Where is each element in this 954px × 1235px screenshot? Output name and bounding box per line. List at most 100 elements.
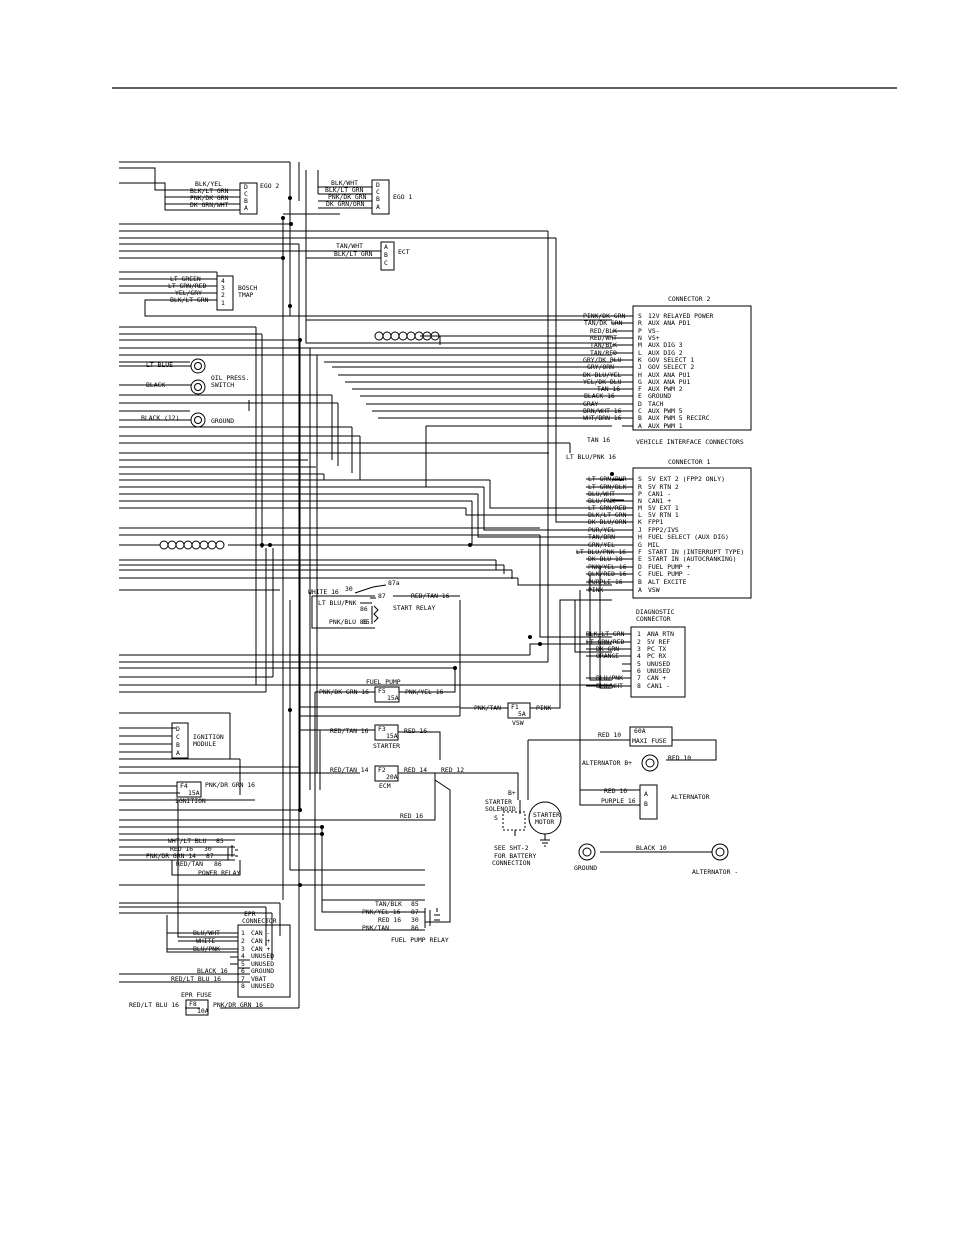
ego2-pin-c: C	[244, 190, 248, 198]
maxi-fuse: RED 10 60A MAXI FUSE	[598, 726, 673, 747]
starter-sol-1: STARTER	[485, 798, 512, 806]
tmap-pin-1: 1	[221, 299, 225, 307]
c1-pin-h: H	[638, 533, 642, 541]
starter-fuse: RED/TAN 16 F3 15A RED 16 STARTER	[330, 724, 427, 750]
power-relay-n85: 85	[216, 837, 224, 845]
c2-pin-a: A	[638, 422, 642, 430]
alternator-wire-2: PURPLE 16	[601, 797, 636, 805]
alternator-label: ALTERNATOR	[671, 793, 710, 801]
epr-pin-3: 3	[241, 945, 245, 953]
c1-pin-b: B	[638, 578, 642, 586]
c1-wire-c: BLK/RED 16	[588, 570, 627, 578]
c2-func-s: 12V RELAYED POWER	[648, 312, 714, 320]
ego1-label: EGO 1	[393, 193, 412, 201]
alternator-wire-1: RED 16	[604, 787, 627, 795]
c1-func-f: START IN (INTERRUPT TYPE)	[648, 548, 744, 556]
epr-pin-1: 1	[241, 929, 245, 937]
ect-pin-b: B	[384, 251, 388, 259]
wire-lines	[119, 161, 717, 1009]
epr-fuse-wire-left: RED/LT BLU 16	[129, 1001, 179, 1009]
start-relay-w87: RED/TAN 16	[411, 592, 450, 600]
c1-pin-m: M	[638, 504, 642, 512]
ignition-module-label-2: MODULE	[193, 740, 216, 748]
start-relay-n87a: 87a	[388, 579, 400, 587]
diag-func-6: UNUSED	[647, 667, 670, 675]
ect-wire-2: BLK/LT GRN	[334, 250, 373, 258]
ect-connector: A B C ECT TAN/WHT BLK/LT GRN	[334, 241, 410, 271]
c1-pin-p: P	[638, 490, 642, 498]
ign-fuse-id: F4	[180, 782, 188, 790]
diag-func-7: CAN +	[647, 674, 666, 682]
epr-func-3: CAN +	[251, 945, 270, 953]
c2-pin-r: R	[638, 319, 642, 327]
diag-wire-3: DK GRN	[596, 645, 619, 653]
c2-wire-m: TAN/BLK	[590, 341, 617, 349]
alternator: A B ALTERNATOR RED 16 PURPLE 16	[601, 784, 710, 820]
ego1-pin-c: C	[376, 188, 380, 196]
diagnostic-connector: DIAGNOSTIC CONNECTOR BLK/LT GRN 1 ANA RT…	[586, 608, 686, 698]
fuel-pump-fuse-id: F5	[378, 687, 386, 695]
c2-pin-g: G	[638, 378, 642, 386]
starter-s: S	[494, 814, 498, 822]
diag-func-8: CAN1 -	[647, 682, 670, 690]
c2-func-n: VS+	[648, 334, 660, 342]
fp-relay-w85: TAN/BLK	[375, 900, 402, 908]
c2-func-h: AUX ANA PU1	[648, 371, 690, 379]
maxi-wire: RED 10	[598, 731, 621, 739]
epr-pin-6: 6	[241, 967, 245, 975]
ecm-fuse-wire-2: RED 12	[441, 766, 464, 774]
c2-wire-p: RED/BLK	[590, 327, 617, 335]
fp-relay-label: FUEL PUMP RELAY	[391, 936, 449, 944]
c2-pin-l: L	[638, 349, 642, 357]
tmap-pin-2: 2	[221, 291, 225, 299]
c2-pin-h: H	[638, 371, 642, 379]
c2-func-e: GROUND	[648, 392, 671, 400]
epr-title-2: CONNECTOR	[242, 917, 277, 925]
ign-fuse-label: IGNITION	[175, 797, 206, 805]
c2-func-l: AUX DIG 2	[648, 349, 683, 357]
tmap-label-2: TMAP	[238, 291, 254, 299]
fp-relay-w30: RED 16	[378, 916, 401, 924]
c2-func-f: AUX PWM 2	[648, 385, 683, 393]
ego1-wire-3: PNK/DK GRN	[328, 193, 367, 201]
starter-sol-2: SOLENOID	[485, 805, 516, 813]
c1-pin-a: A	[638, 586, 642, 594]
maxi-amp: 60A	[634, 727, 646, 735]
diag-wire-1: BLK/LT GRN	[586, 630, 625, 638]
diag-wire-4: ORANGE	[596, 652, 619, 660]
power-relay-n86: 86	[214, 860, 222, 868]
diag-pin-8: 8	[637, 682, 641, 690]
epr-pin-5: 5	[241, 960, 245, 968]
vsw-fuse-amp: 5A	[518, 710, 526, 718]
connector-1: CONNECTOR 1 LT GRN/PUR S 5V EXT 2 (FPP2 …	[576, 458, 752, 599]
alt-b-label: ALTERNATOR B+	[582, 759, 632, 767]
starter-motor-1: STARTER	[533, 811, 560, 819]
starter-note-3: CONNECTION	[492, 859, 531, 867]
fuel-pump-relay: TAN/BLK 85 PNK/YEL 16 87 RED 16 30 PNK/T…	[362, 900, 449, 944]
fuel-pump-fuse-amp: 15A	[387, 694, 399, 702]
power-relay-w85: WHT/LT BLU	[168, 837, 207, 845]
epr-pin-4: 4	[241, 952, 245, 960]
c1-wire-r: LT GRN/BLK	[588, 483, 627, 491]
fuel-pump-wire-right: PNK/YEL 16	[405, 688, 444, 696]
epr-pin-8: 8	[241, 982, 245, 990]
c1-func-m: 5V EXT 1	[648, 504, 679, 512]
c1-func-b: ALT EXCITE	[648, 578, 687, 586]
start-relay-w85: PNK/BLU 85	[329, 618, 368, 626]
c1-func-l: 5V RTN 1	[648, 511, 679, 519]
c1-wire-b: PURPLE 16	[588, 578, 623, 586]
c1-pin-r: R	[638, 483, 642, 491]
c1-func-r: 5V RTN 2	[648, 483, 679, 491]
ego1-pin-b: B	[376, 195, 380, 203]
c1-func-a: VSW	[648, 586, 660, 594]
c1-func-j: FPP2/IVS	[648, 526, 679, 534]
ego2-wire-2: BLK/LT GRN	[190, 187, 229, 195]
ignition-pin-b: B	[176, 741, 180, 749]
oil-pressure-switch: LT BLUE BLACK OIL PRESS. SWITCH	[146, 358, 249, 395]
ecm-fuse-label: ECM	[379, 782, 391, 790]
epr-pin-2: 2	[241, 937, 245, 945]
c2-wire-r: TAN/DK GRN	[584, 319, 623, 327]
epr-wire-6: BLACK 16	[197, 967, 228, 975]
c1-wire-n: BLU/PNK	[588, 497, 615, 505]
c1-wire-e: DK BLU 18	[588, 555, 623, 563]
